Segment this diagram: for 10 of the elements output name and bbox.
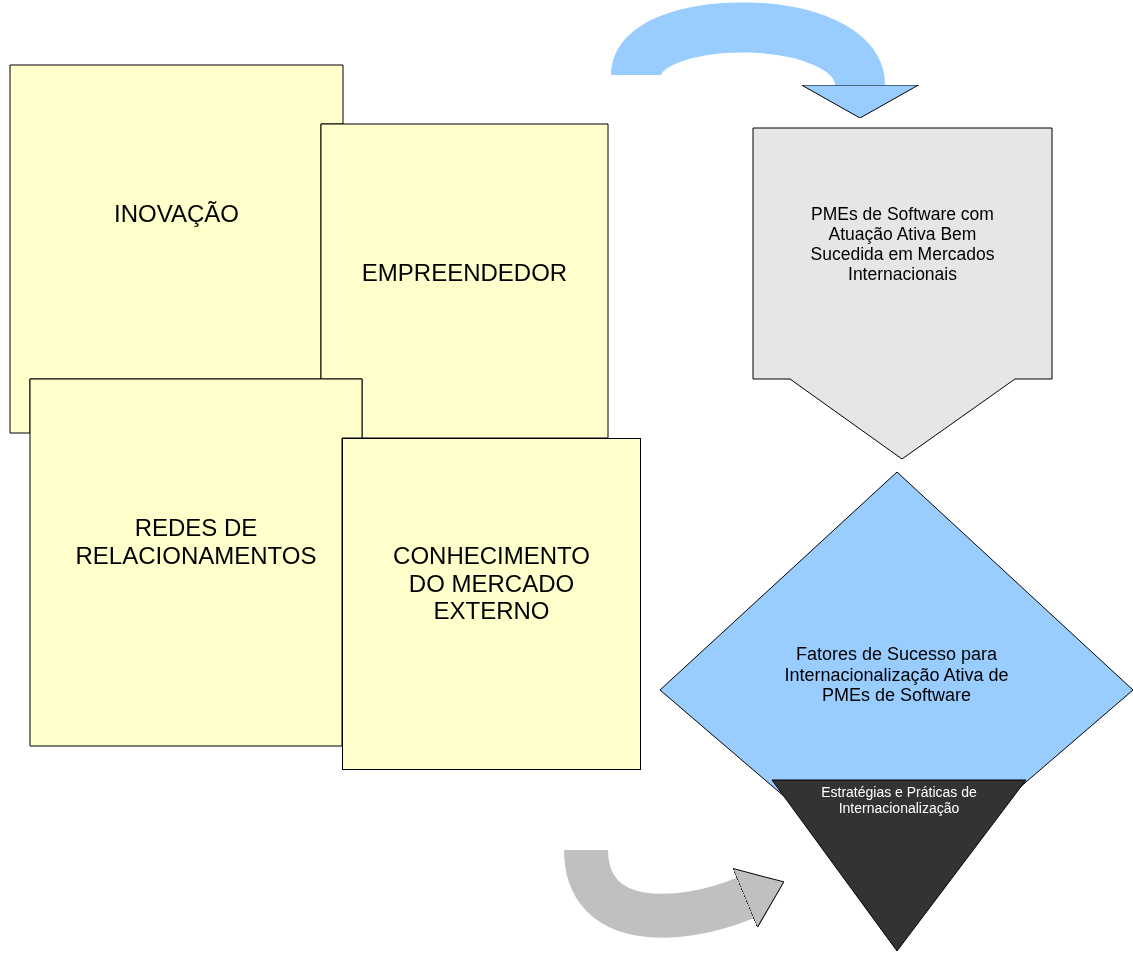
node-label: PMEs de Software com Atuação Ativa Bem Sucedida em Mercados Internacionais	[809, 204, 996, 285]
curved-arrow	[612, 2, 918, 118]
node-label: Estratégias e Práticas de Internacionalização	[820, 784, 978, 817]
concept-card	[342, 438, 641, 770]
node-label: Fatores de Sucesso para Internacionalização Ativa de PMEs de Software	[783, 644, 1010, 707]
node-label: INOVAÇÃO	[113, 200, 240, 228]
node-label: REDES DE RELACIONAMENTOS	[74, 514, 318, 570]
node-label: EMPREENDEDOR	[360, 259, 569, 287]
curved-arrow	[564, 847, 785, 938]
node-label: CONHECIMENTO DO MERCADO EXTERNO	[392, 542, 591, 625]
